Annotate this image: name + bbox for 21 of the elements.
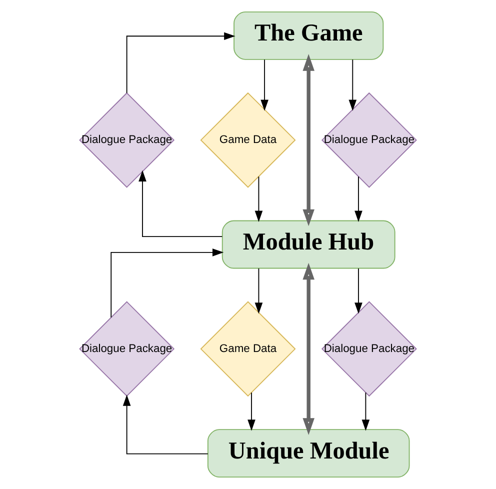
node-box: Unique Module [207, 429, 410, 478]
arrow [260, 59, 268, 111]
arrow [354, 176, 362, 222]
arrow [354, 268, 362, 314]
arrow [254, 176, 263, 222]
node-diamond: Game Data [200, 92, 296, 188]
arrow [126, 32, 236, 94]
arrow [302, 54, 314, 226]
node-box: Module Hub [222, 220, 396, 269]
node-diamond: Dialogue Package [321, 92, 417, 188]
node-diamond: Dialogue Package [79, 92, 175, 188]
arrow [122, 394, 208, 454]
node-box: The Game [234, 11, 384, 60]
arrow [348, 59, 357, 111]
arrow [362, 392, 370, 431]
arrow [110, 248, 224, 318]
arrow [254, 268, 263, 314]
arrow [138, 170, 223, 238]
arrow [302, 262, 314, 435]
arrow [248, 392, 256, 431]
node-diamond: Dialogue Package [79, 301, 175, 397]
